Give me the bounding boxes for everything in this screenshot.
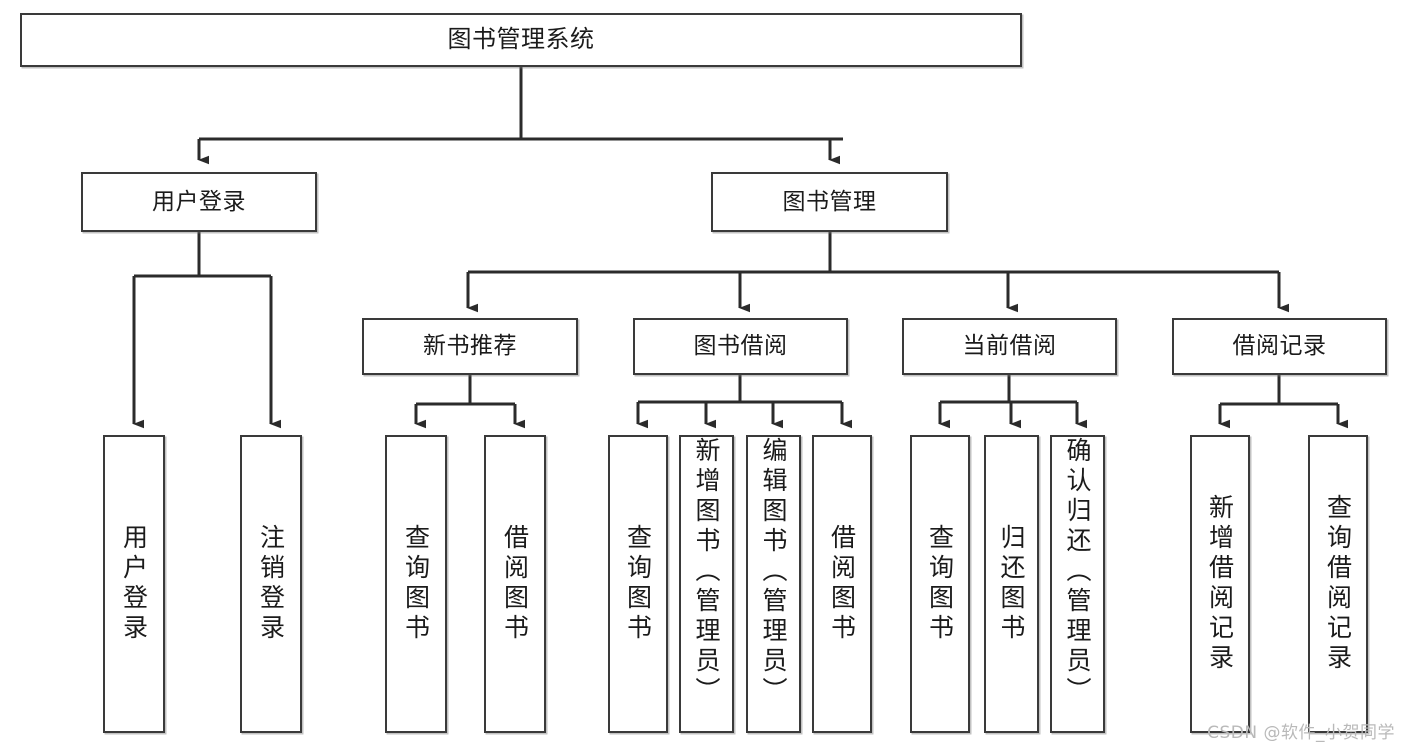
node-leaf-return-book-label: 归还图书 (997, 524, 1026, 644)
node-leaf-add-book-label: 新增图书（管理员） (692, 437, 721, 707)
node-leaf-user-login-label: 用户登录 (119, 524, 149, 644)
node-leaf-add-record-label: 新增借阅记录 (1205, 494, 1235, 674)
node-leaf-query-record-label: 查询借阅记录 (1323, 494, 1353, 674)
node-leaf-edit-book[interactable]: 编辑图书（管理员） (746, 435, 801, 733)
node-leaf-borrow-book-1-label: 借阅图书 (500, 524, 530, 644)
node-borrow-record[interactable]: 借阅记录 (1172, 318, 1387, 375)
node-book-borrow[interactable]: 图书借阅 (633, 318, 848, 375)
node-leaf-query-book-3-label: 查询图书 (925, 524, 955, 644)
node-user-login[interactable]: 用户登录 (81, 172, 317, 232)
node-current-borrow-label: 当前借阅 (962, 333, 1057, 360)
node-leaf-borrow-book-2-label: 借阅图书 (827, 524, 857, 644)
node-book-manage[interactable]: 图书管理 (711, 172, 948, 232)
node-current-borrow[interactable]: 当前借阅 (902, 318, 1117, 375)
node-leaf-query-book-2-label: 查询图书 (623, 524, 653, 644)
node-leaf-confirm-return-label: 确认归还（管理员） (1063, 437, 1092, 707)
node-leaf-user-logout-label: 注销登录 (256, 524, 286, 644)
node-leaf-edit-book-label: 编辑图书（管理员） (759, 437, 788, 707)
node-leaf-add-book[interactable]: 新增图书（管理员） (679, 435, 734, 733)
node-leaf-confirm-return[interactable]: 确认归还（管理员） (1050, 435, 1105, 733)
csdn-watermark: CSDN @软件_小贺同学 (1207, 723, 1395, 743)
node-new-book-recommend-label: 新书推荐 (423, 333, 517, 360)
node-leaf-user-login[interactable]: 用户登录 (103, 435, 165, 733)
node-leaf-user-logout[interactable]: 注销登录 (240, 435, 302, 733)
node-new-book-recommend[interactable]: 新书推荐 (362, 318, 578, 375)
node-leaf-query-book-2[interactable]: 查询图书 (608, 435, 668, 733)
node-leaf-query-book-1[interactable]: 查询图书 (385, 435, 447, 733)
node-leaf-query-book-3[interactable]: 查询图书 (910, 435, 970, 733)
node-leaf-borrow-book-2[interactable]: 借阅图书 (812, 435, 872, 733)
node-leaf-borrow-book-1[interactable]: 借阅图书 (484, 435, 546, 733)
node-leaf-return-book[interactable]: 归还图书 (984, 435, 1039, 733)
node-book-borrow-label: 图书借阅 (693, 333, 788, 360)
node-user-login-label: 用户登录 (152, 188, 246, 215)
node-leaf-query-book-1-label: 查询图书 (401, 524, 431, 644)
node-root[interactable]: 图书管理系统 (20, 13, 1022, 67)
node-borrow-record-label: 借阅记录 (1232, 333, 1327, 360)
node-root-label: 图书管理系统 (447, 25, 595, 54)
node-leaf-query-record[interactable]: 查询借阅记录 (1308, 435, 1368, 733)
node-book-manage-label: 图书管理 (782, 188, 877, 215)
node-leaf-add-record[interactable]: 新增借阅记录 (1190, 435, 1250, 733)
